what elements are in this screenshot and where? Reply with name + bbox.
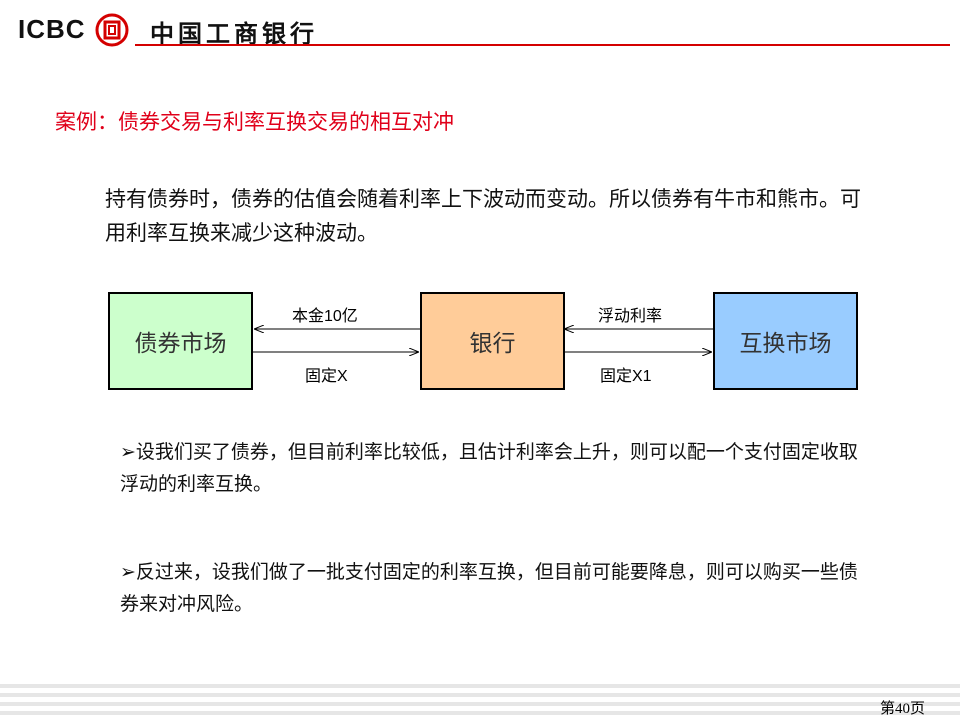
header-divider	[135, 44, 950, 46]
arrow-bullet-icon: ➢	[120, 561, 136, 583]
label-fixed-x: 固定X	[305, 368, 348, 385]
logo-chinese: 中国工商银行	[150, 20, 318, 48]
logo-text: ICBC	[18, 14, 86, 44]
swap-market-box: 互换市场	[713, 292, 858, 390]
bank-box: 银行	[420, 292, 565, 390]
bond-market-box: 债券市场	[108, 292, 253, 390]
footer-stripes	[0, 684, 960, 720]
intro-text: 持有债券时，债券的估值会随着利率上下波动而变动。所以债券有牛市和熊市。可用利率互…	[105, 187, 861, 245]
icbc-logo-icon	[95, 13, 129, 47]
label-floating: 浮动利率	[598, 308, 663, 325]
slide-title: 案例：债券交易与利率互换交易的相互对冲	[55, 110, 454, 134]
bullet-2: ➢反过来，设我们做了一批支付固定的利率互换，但目前可能要降息，则可以购买一些债券…	[120, 561, 858, 615]
label-fixed-x1: 固定X1	[600, 368, 652, 385]
page-number: 第40页	[880, 701, 926, 717]
bullet-1: ➢设我们买了债券，但目前利率比较低，且估计利率会上升，则可以配一个支付固定收取浮…	[120, 441, 858, 495]
label-principal: 本金10亿	[292, 308, 358, 325]
arrow-bullet-icon: ➢	[120, 441, 136, 463]
